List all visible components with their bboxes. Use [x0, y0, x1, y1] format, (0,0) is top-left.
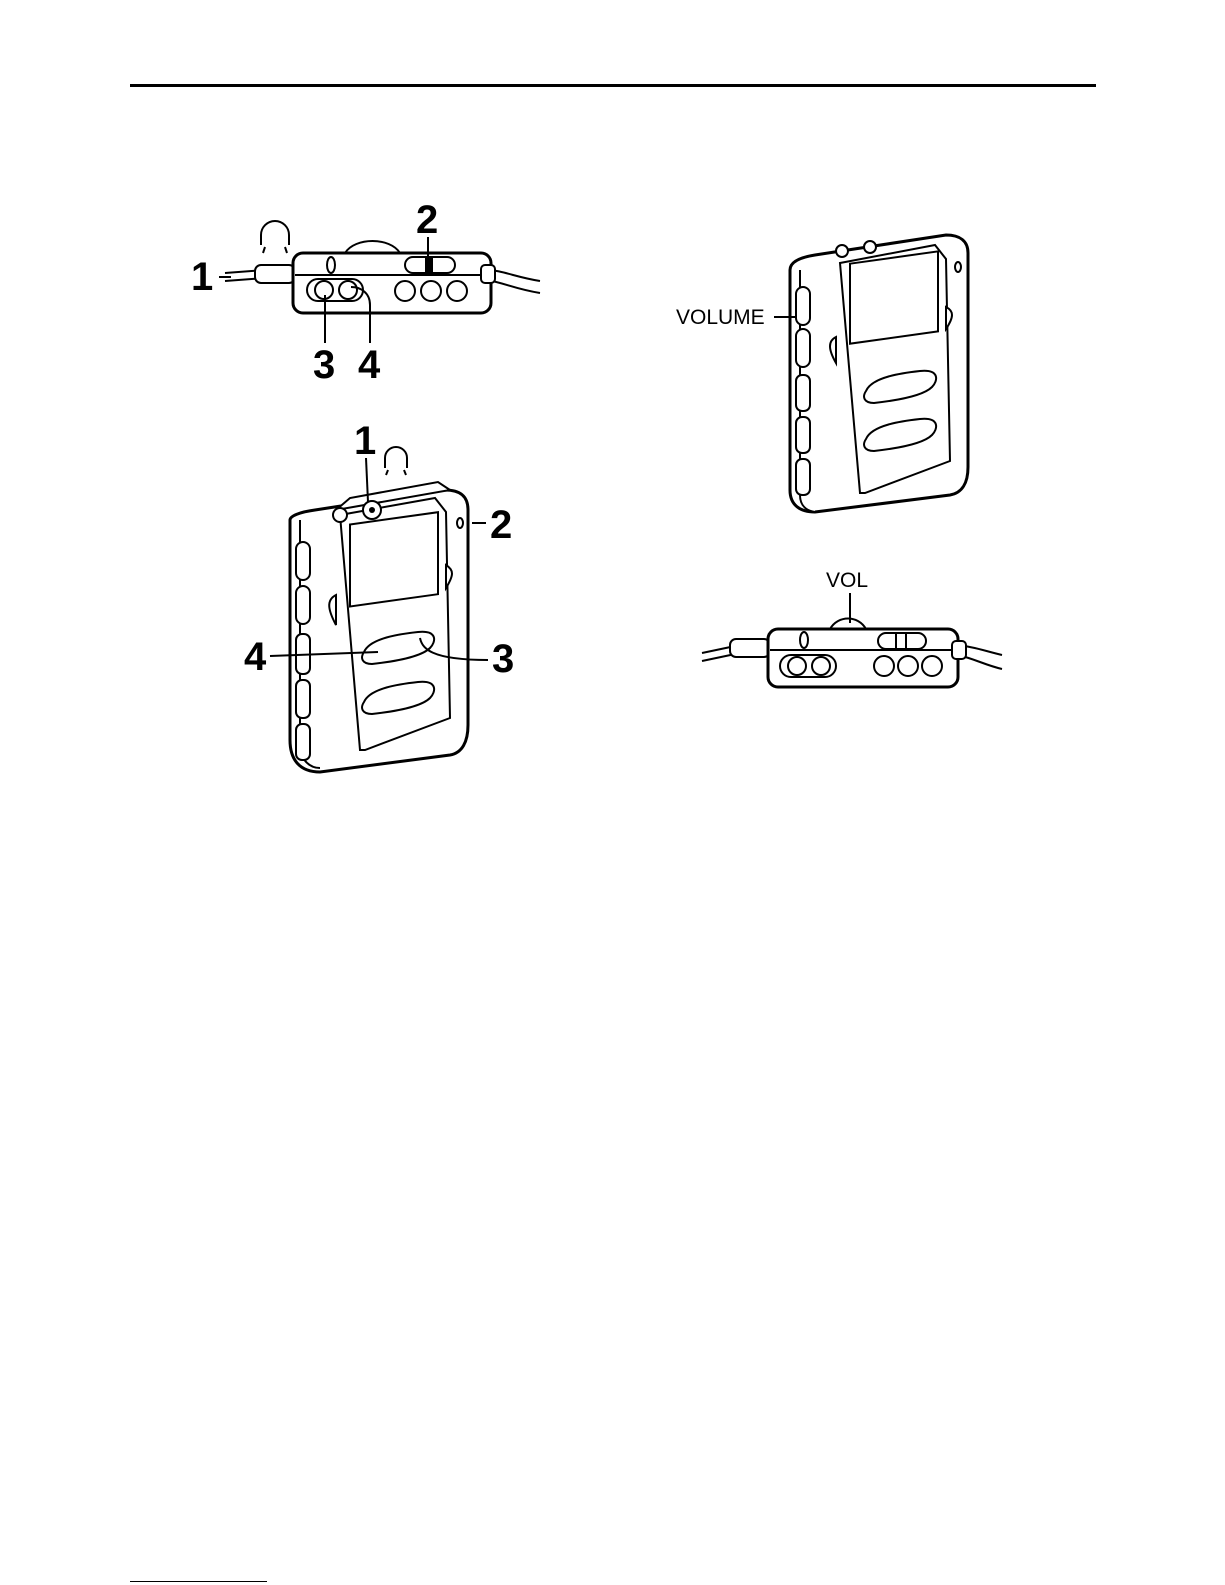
callout-1: 1 [191, 255, 213, 299]
callout-4: 4 [244, 635, 267, 679]
callout-4: 4 [358, 343, 381, 387]
volume-label: VOLUME [676, 306, 765, 329]
callout-3: 3 [492, 637, 514, 681]
callout-2: 2 [490, 503, 512, 547]
callout-3: 3 [313, 343, 335, 387]
vol-label: VOL [826, 569, 868, 592]
player-body [290, 482, 468, 772]
remote-body [293, 241, 495, 313]
headphones-icon [385, 447, 407, 475]
player-figure-bottom-left: 1 2 3 4 [240, 420, 530, 780]
remote-figure-right: VOL [700, 565, 1005, 700]
bottom-rule [130, 1581, 267, 1582]
player-figure-right: VOLUME [670, 225, 990, 525]
headphone-plug [255, 265, 295, 283]
headphone-plug [730, 639, 770, 657]
remote-body [768, 619, 966, 688]
callout-2: 2 [416, 198, 438, 242]
remote-figure-top-left: 1 2 3 4 [185, 195, 545, 390]
headphones-icon [261, 221, 289, 253]
callout-1: 1 [354, 419, 376, 463]
top-rule [130, 84, 1096, 87]
player-body [790, 235, 968, 512]
